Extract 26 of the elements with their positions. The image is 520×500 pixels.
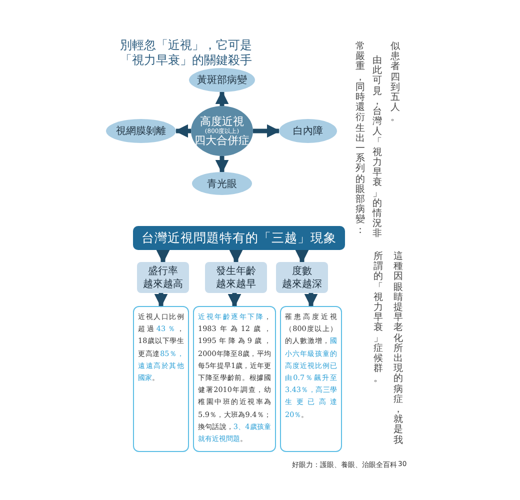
vertical-text: 所謂的「視力早衰」症候群。 bbox=[373, 252, 384, 385]
arrow bbox=[154, 293, 168, 308]
category-box: 盛行率越來越高 bbox=[137, 262, 189, 293]
ellipse: 青光眼 bbox=[192, 172, 252, 195]
ellipse: 黃斑部病變 bbox=[189, 68, 255, 92]
ellipse: 視網膜剝離 bbox=[106, 119, 176, 143]
arrow bbox=[215, 156, 229, 174]
category-box: 發生年齡越來越早 bbox=[205, 262, 267, 293]
arrow bbox=[295, 250, 309, 264]
arrow bbox=[174, 124, 191, 138]
vertical-text: 似患者四到五人。 bbox=[390, 42, 401, 124]
banner: 台灣近視問題特有的「三越」現象 bbox=[133, 226, 345, 250]
arrow bbox=[215, 90, 229, 106]
vertical-text: 常嚴重，同時還衍生出一系列的眼部病變： bbox=[355, 42, 366, 236]
title: 別輕忽「近視」，它可是「視力早衰」的關鍵殺手 bbox=[120, 38, 253, 68]
vertical-text: 這種因眼睛提早老化所出現的病症，就是我 bbox=[393, 252, 404, 446]
ellipse-text: 高度近視 bbox=[200, 116, 244, 128]
category-box: 度數越來越深 bbox=[276, 262, 328, 293]
arrow bbox=[229, 250, 243, 264]
ellipse: 白內障 bbox=[279, 119, 337, 143]
arrow bbox=[156, 250, 170, 264]
arrow bbox=[228, 293, 242, 308]
ellipse-text: 四大合併症 bbox=[194, 134, 250, 146]
arrow bbox=[304, 293, 318, 308]
arrow bbox=[253, 124, 280, 138]
vertical-text: 由此可見，台灣人「視力早衰」的情況非 bbox=[372, 56, 383, 240]
